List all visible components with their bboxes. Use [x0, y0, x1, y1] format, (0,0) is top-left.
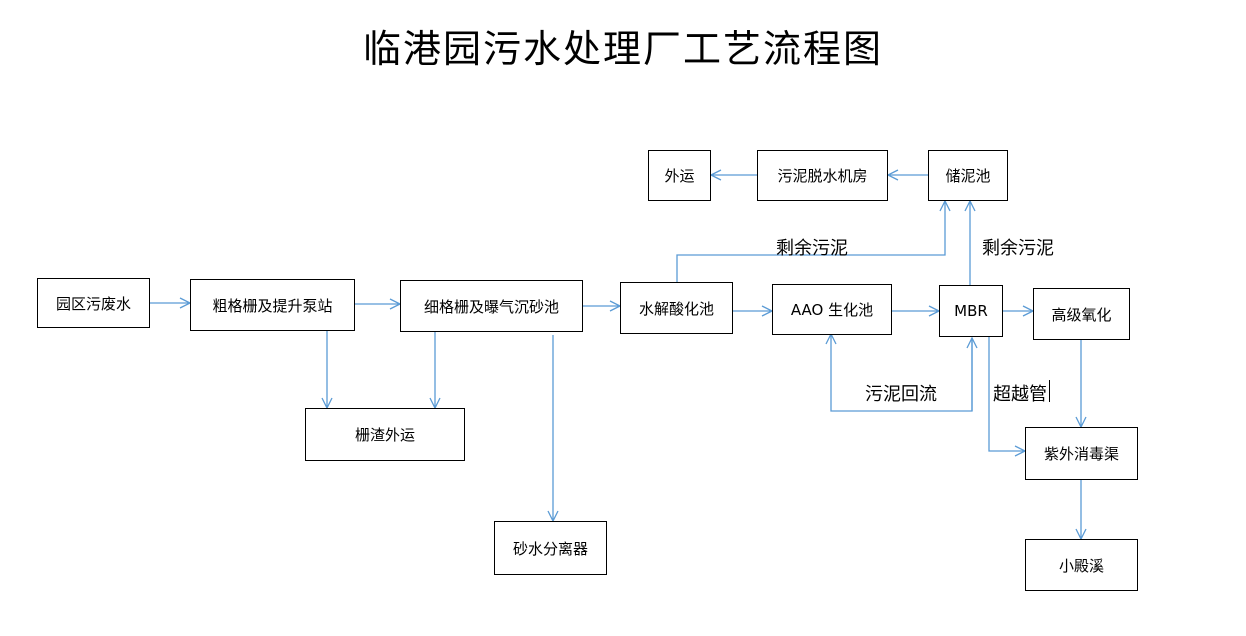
node-discharge: 小殿溪	[1025, 539, 1138, 591]
node-coarse-screen: 粗格栅及提升泵站	[190, 279, 355, 331]
arrow-bypass	[988, 336, 1025, 451]
node-dewatering: 污泥脱水机房	[757, 150, 888, 201]
node-fine-screen: 细格栅及曝气沉砂池	[400, 280, 583, 332]
node-screenings: 栅渣外运	[305, 408, 465, 461]
node-grit-separator: 砂水分离器	[494, 521, 607, 575]
node-uv-channel: 紫外消毒渠	[1025, 427, 1138, 480]
node-hydrolysis: 水解酸化池	[620, 282, 733, 334]
label-excess-sludge-1: 剩余污泥	[776, 238, 848, 259]
node-sludge-tank: 储泥池	[928, 150, 1008, 201]
arrow-excess-sludge-hydrolysis	[676, 201, 945, 282]
node-sludge-out: 外运	[648, 150, 711, 201]
node-mbr: MBR	[939, 285, 1003, 337]
text-cursor	[1049, 380, 1050, 402]
label-bypass: 超越管	[993, 384, 1047, 405]
label-excess-sludge-2: 剩余污泥	[982, 238, 1054, 259]
node-advanced-oxidation: 高级氧化	[1033, 288, 1130, 340]
diagram-title: 临港园污水处理厂工艺流程图	[362, 27, 883, 71]
label-sludge-return: 污泥回流	[865, 384, 937, 405]
node-influent: 园区污废水	[37, 278, 150, 328]
node-aao: AAO 生化池	[772, 284, 892, 335]
